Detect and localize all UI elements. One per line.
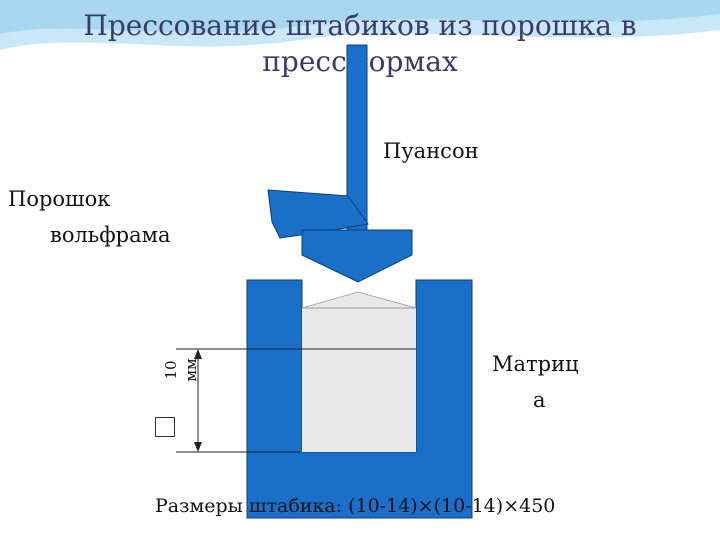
- dimension-arrow-up: [194, 349, 202, 359]
- small-square-marker: [155, 417, 175, 437]
- punch-head: [301, 229, 413, 283]
- punch-label: Пуансон: [383, 139, 479, 163]
- slide-title-line1: Прессование штабиков из порошка в: [83, 9, 637, 42]
- rod-size-caption: Размеры штабика: (10-14)×(10-14)×450: [155, 495, 556, 517]
- tungsten-powder-fill: [302, 308, 416, 452]
- matrix-label-line1: Матриц: [492, 352, 579, 376]
- header-wave-decoration: [0, 0, 720, 50]
- powder-heap: [301, 291, 417, 309]
- powder-label-line1: Порошок: [8, 187, 111, 211]
- slide-title: Прессование штабиков из порошка в прессф…: [0, 8, 720, 80]
- powder-label-line2: вольфрама: [50, 223, 171, 247]
- dimension-label: 10 мм: [162, 358, 200, 382]
- matrix-label-line2: а: [533, 388, 546, 412]
- dimension-arrow-down: [194, 442, 202, 452]
